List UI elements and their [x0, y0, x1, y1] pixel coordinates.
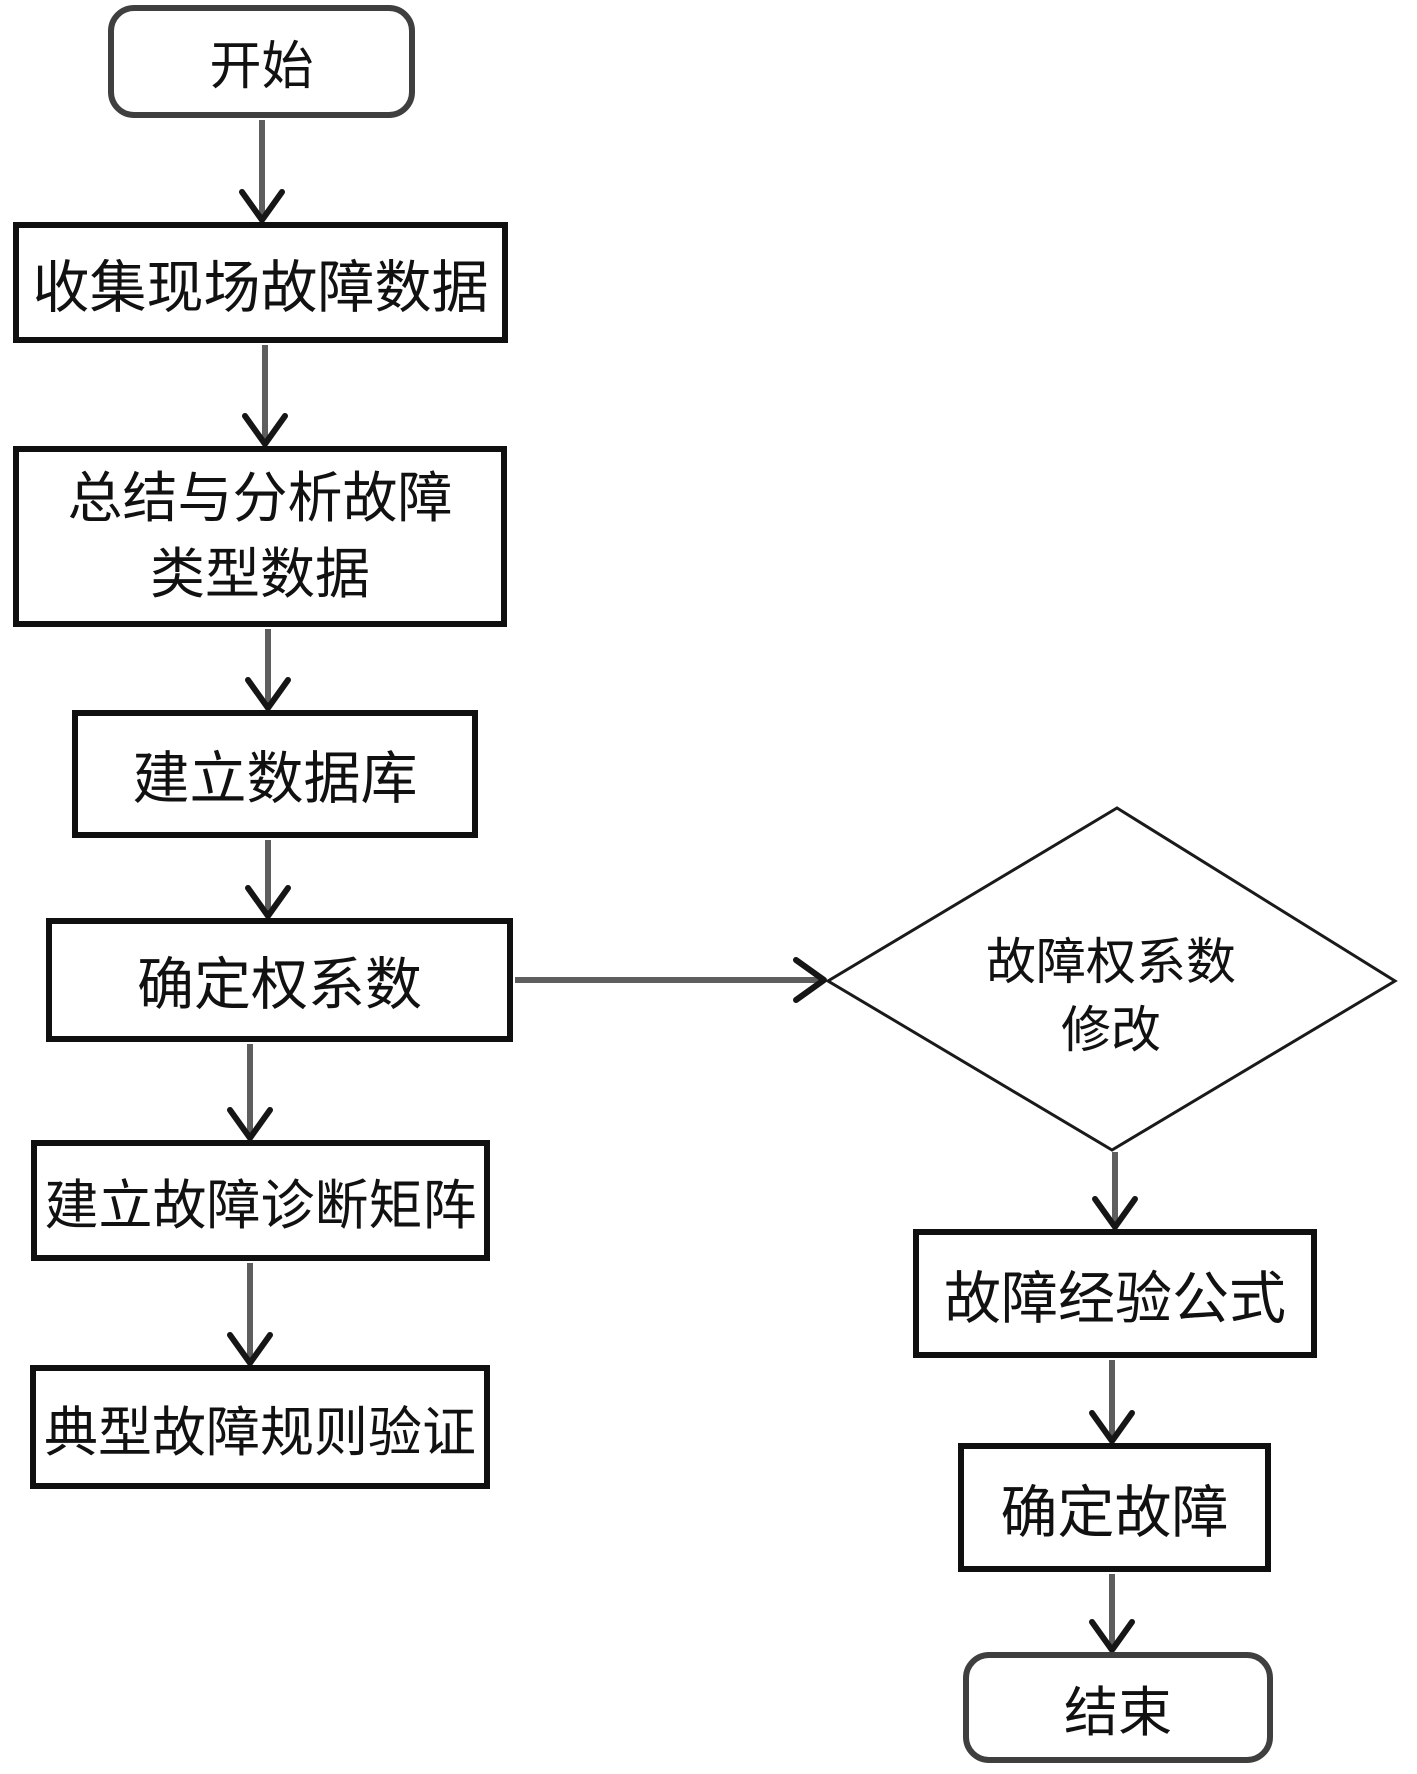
arrow-weights-decision — [515, 957, 827, 1003]
verify-label: 典型故障规则验证 — [44, 1402, 476, 1463]
matrix-label: 建立故障诊断矩阵 — [44, 1176, 477, 1236]
decision-label-line2: 修改 — [1061, 1002, 1161, 1058]
process-determine-fault: 确定故障 — [958, 1443, 1271, 1572]
arrow-formula-determine — [1089, 1360, 1135, 1444]
arrow-database-weights — [245, 840, 291, 919]
process-build-database: 建立数据库 — [72, 710, 478, 838]
arrow-collect-summarize — [242, 345, 288, 447]
arrow-determine-end — [1089, 1574, 1135, 1653]
collect-label: 收集现场故障数据 — [32, 256, 489, 320]
process-fault-empirical-formula: 故障经验公式 — [913, 1229, 1317, 1358]
decision-diamond-shape — [825, 806, 1398, 1152]
formula-label: 故障经验公式 — [944, 1267, 1286, 1331]
end-label: 结束 — [1064, 1683, 1172, 1743]
process-determine-weight-coefficients: 确定权系数 — [46, 918, 513, 1042]
arrow-start-collect — [239, 120, 285, 223]
process-summarize-analyze-fault-types: 总结与分析故障类型数据 — [13, 446, 507, 627]
weights-label: 确定权系数 — [137, 954, 422, 1017]
decision-fault-weight-modification: 故障权系数 修改 — [911, 926, 1311, 1066]
arrow-summarize-database — [245, 629, 291, 711]
process-build-fault-diagnosis-matrix: 建立故障诊断矩阵 — [31, 1140, 490, 1261]
start-node: 开始 — [108, 5, 415, 118]
database-label: 建立数据库 — [132, 748, 418, 811]
start-label: 开始 — [209, 39, 314, 96]
end-node: 结束 — [963, 1652, 1273, 1763]
process-typical-fault-rule-verification: 典型故障规则验证 — [30, 1365, 490, 1489]
summarize-label: 总结与分析故障类型数据 — [67, 467, 453, 605]
arrow-matrix-verify — [227, 1263, 273, 1366]
process-collect-field-fault-data: 收集现场故障数据 — [13, 222, 508, 343]
determine-label: 确定故障 — [1000, 1481, 1229, 1545]
decision-label-line1: 故障权系数 — [986, 934, 1236, 990]
arrow-decision-formula — [1092, 1152, 1138, 1230]
arrow-weights-matrix — [227, 1044, 273, 1141]
